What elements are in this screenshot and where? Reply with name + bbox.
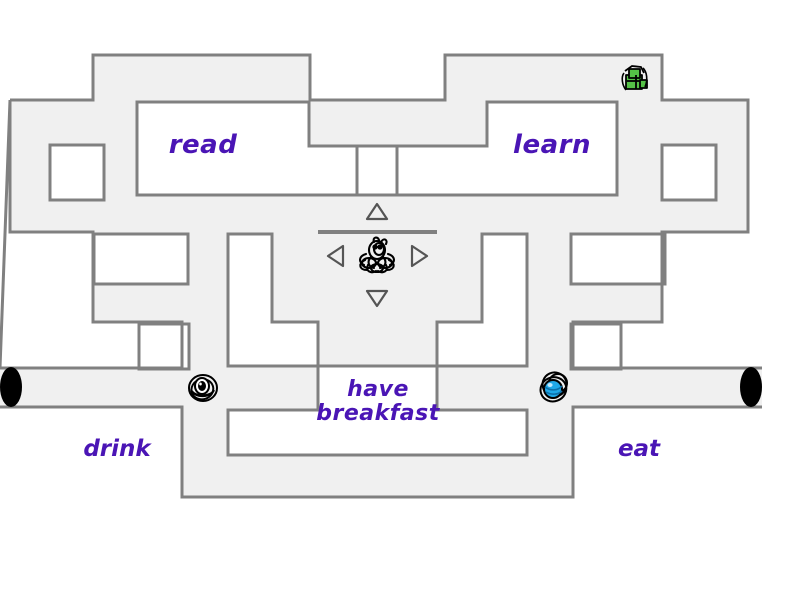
block-mid-right <box>569 232 667 286</box>
goal-label-drink: drink <box>83 436 151 462</box>
room-label-learn: learn <box>513 130 591 160</box>
direction-controls[interactable] <box>326 202 429 308</box>
yellow-pickup-fill <box>191 389 215 398</box>
maze-walls <box>0 53 762 499</box>
block-mid-left <box>92 232 190 286</box>
block-learn-room <box>395 100 619 197</box>
yellow-pickup[interactable] <box>188 374 218 402</box>
wall-outline-outer <box>0 53 762 499</box>
block-breakfast-room <box>226 364 529 457</box>
block-lower-right-small <box>569 322 623 371</box>
block-upper-right-small <box>660 143 718 202</box>
maze-blocks <box>48 100 718 457</box>
tunnel-exit-left[interactable] <box>0 367 22 407</box>
green-pickup[interactable] <box>621 65 648 91</box>
goal-label-eat: eat <box>617 436 661 462</box>
player-sprite[interactable] <box>359 236 395 274</box>
block-centre-left <box>226 232 320 368</box>
up-arrow-icon[interactable] <box>365 202 389 221</box>
room-label-have-breakfast: have breakfast <box>316 377 440 426</box>
block-read-room-arm <box>355 144 399 197</box>
right-arrow-icon[interactable] <box>410 244 429 268</box>
blue-pickup[interactable] <box>537 368 570 405</box>
block-upper-left-small <box>48 143 106 202</box>
room-label-read: read <box>168 130 238 160</box>
tunnel-exit-right[interactable] <box>740 367 762 407</box>
left-arrow-icon[interactable] <box>326 244 345 268</box>
down-arrow-icon[interactable] <box>365 289 389 308</box>
